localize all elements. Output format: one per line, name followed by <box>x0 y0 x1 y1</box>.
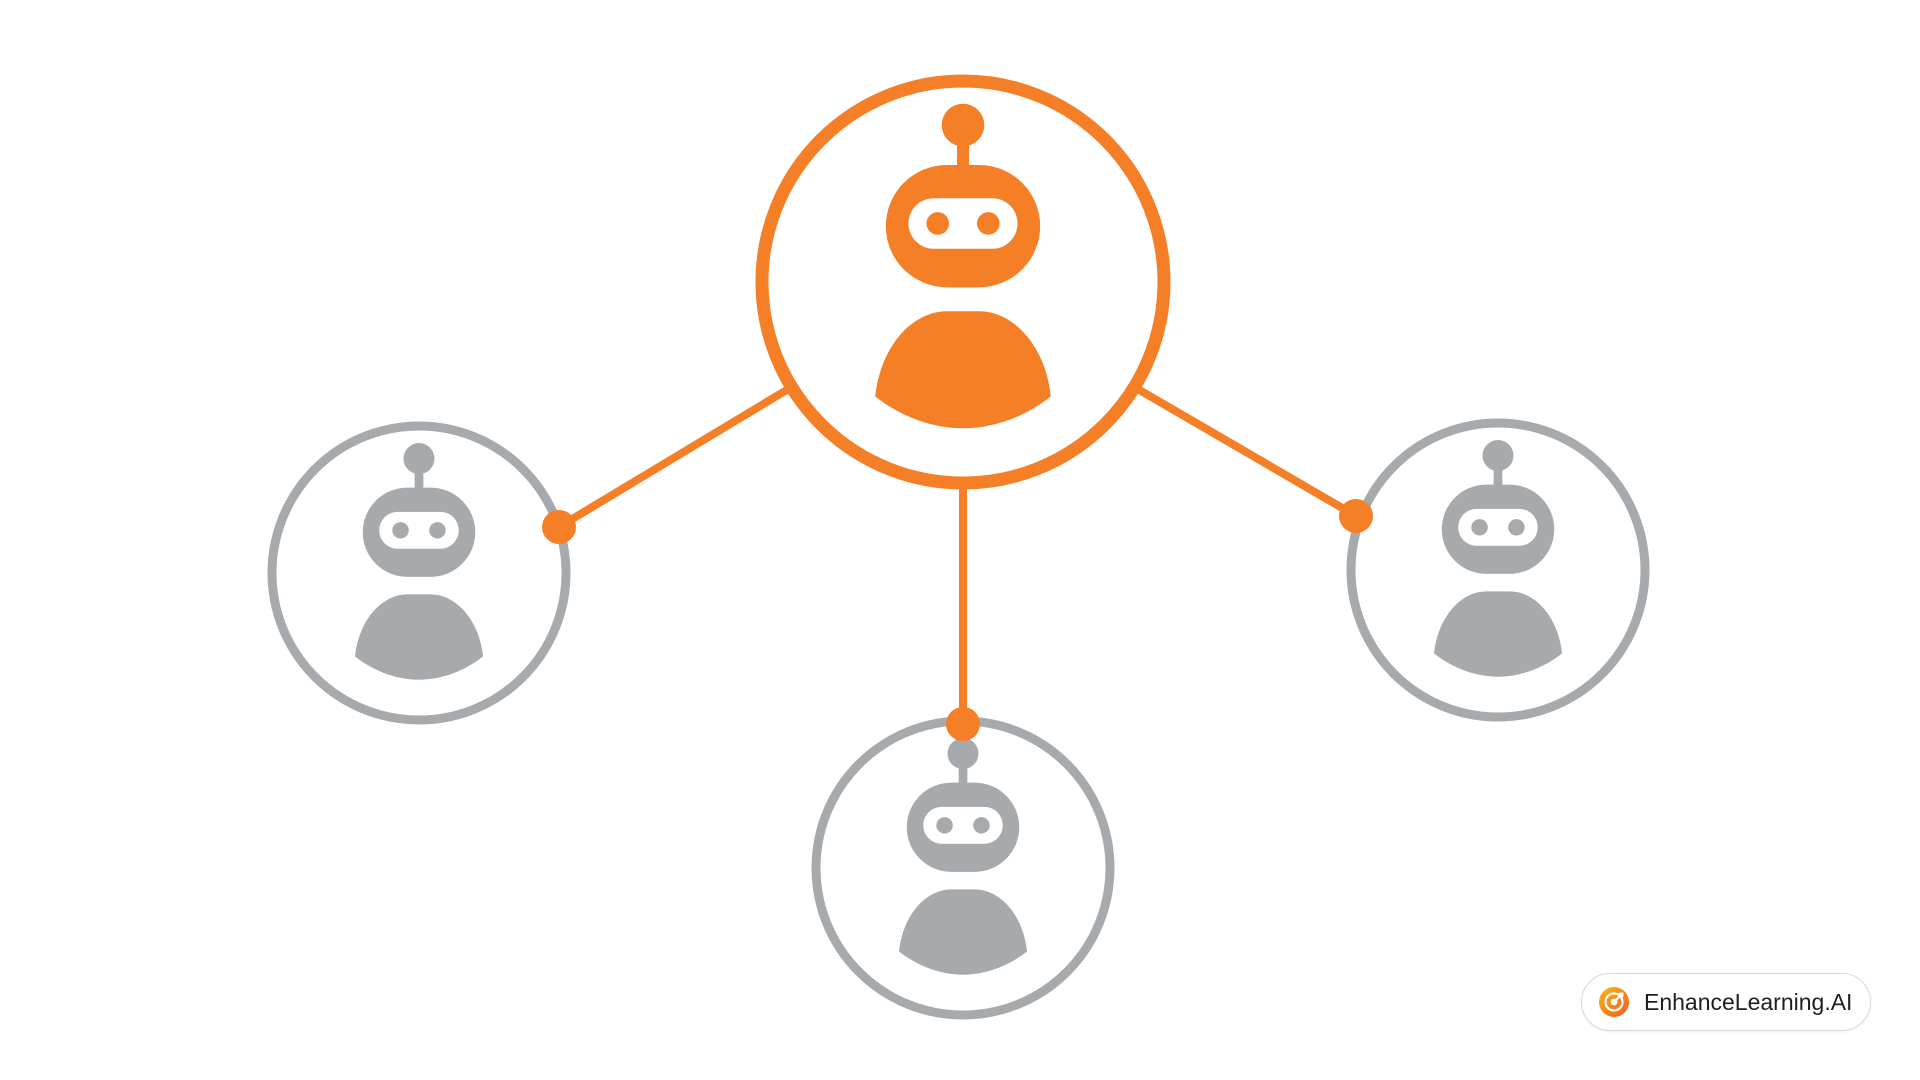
robot-body <box>354 594 484 680</box>
robot-icon <box>875 103 1051 429</box>
nodes <box>267 74 1650 1020</box>
connections <box>555 384 1360 728</box>
robot-eye-right <box>429 522 446 539</box>
robot-eye-left <box>1471 519 1488 536</box>
robot-antenna-stem <box>958 765 968 789</box>
robot-eye-right <box>973 817 990 834</box>
robot-antenna-ball <box>947 738 979 770</box>
robot-antenna-ball <box>1482 440 1514 472</box>
connector-dots <box>542 499 1373 741</box>
robot-icon <box>354 443 484 680</box>
robot-antenna-stem <box>957 141 969 173</box>
robot-eye-left <box>926 212 950 235</box>
node-left <box>267 421 571 725</box>
robot-antenna-stem <box>414 470 424 494</box>
robot-eye-right <box>976 212 1000 235</box>
connector-dot-left <box>542 510 576 544</box>
robot-antenna-ball <box>941 103 985 147</box>
robot-antenna-ball <box>403 443 435 475</box>
robot-visor <box>923 806 1003 844</box>
robot-body <box>1433 591 1563 677</box>
brand-badge[interactable]: EnhanceLearning.AI <box>1581 973 1871 1031</box>
connector-dot-bottom <box>946 707 980 741</box>
node-bottom <box>811 716 1115 1020</box>
node-hub <box>755 74 1171 490</box>
robot-eye-left <box>936 817 953 834</box>
robot-icon <box>1433 440 1563 677</box>
target-logo-icon <box>1599 987 1629 1017</box>
robot-body <box>898 889 1028 975</box>
node-right <box>1346 418 1650 722</box>
robot-eye-left <box>392 522 409 539</box>
connector-line-left <box>555 384 794 531</box>
connector-line-right <box>1132 384 1360 520</box>
connector-dot-right <box>1339 499 1373 533</box>
brand-name: EnhanceLearning.AI <box>1644 988 1853 1015</box>
robot-body <box>875 311 1051 429</box>
robot-icon <box>898 738 1028 975</box>
robot-visor <box>379 511 459 549</box>
robot-visor <box>1458 508 1538 546</box>
robot-antenna-stem <box>1493 467 1503 491</box>
robot-visor <box>908 198 1018 249</box>
robot-eye-right <box>1508 519 1525 536</box>
